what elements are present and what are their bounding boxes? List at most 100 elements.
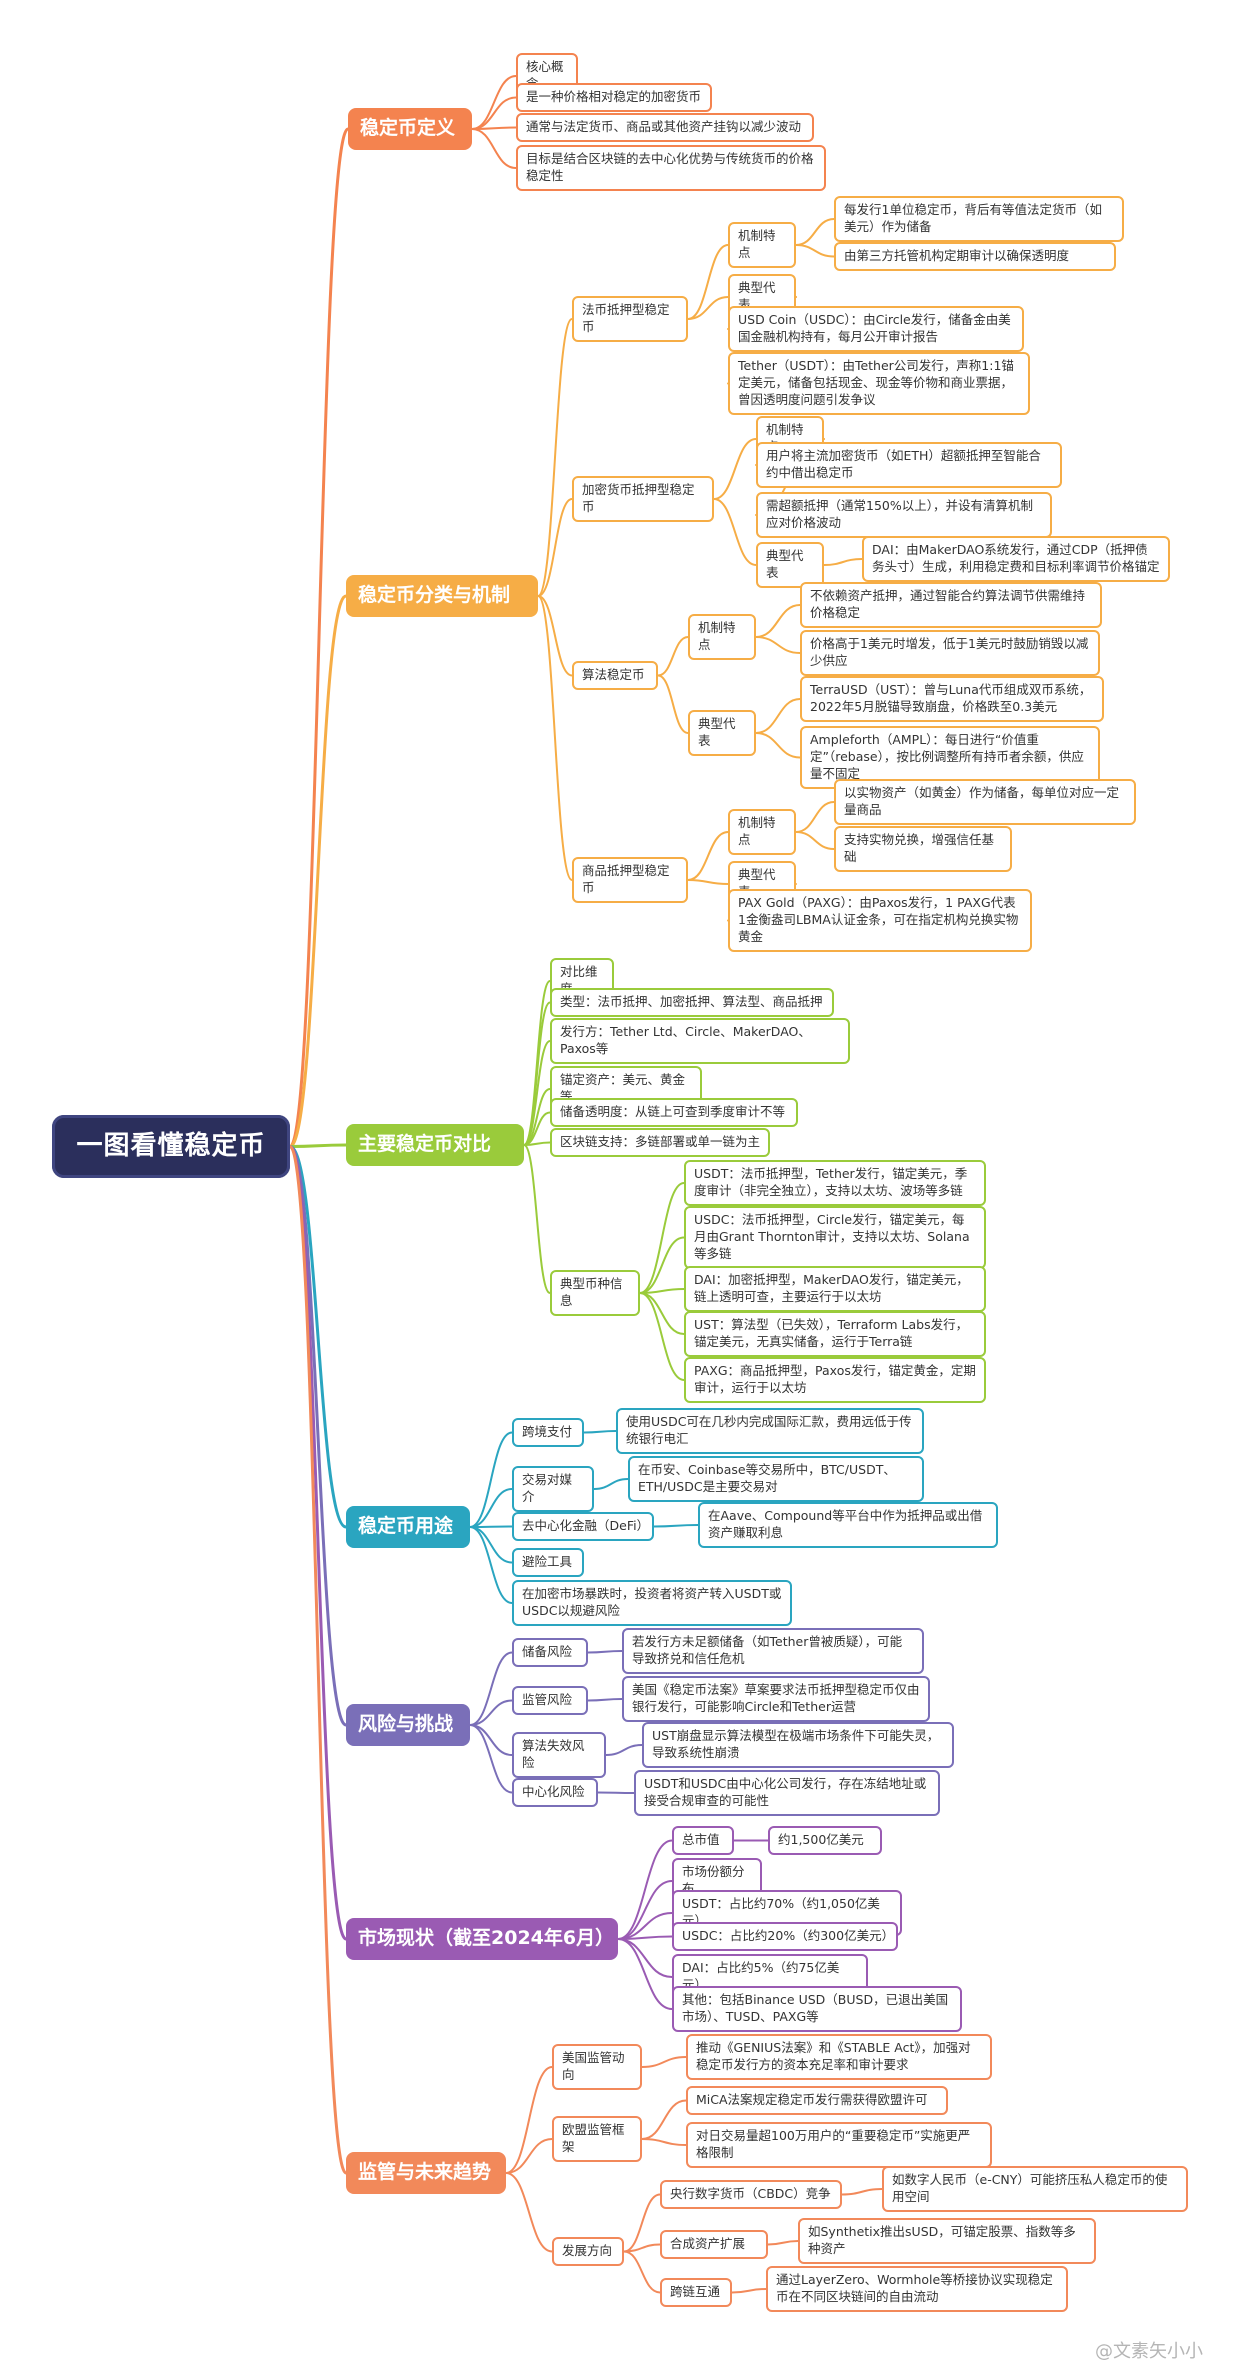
crypto-rep-label: 典型代表 xyxy=(756,542,824,588)
reg-us-desc: 推动《GENIUS法案》和《STABLE Act》，加强对稳定币发行方的资本充足… xyxy=(686,2034,992,2080)
reg-direction-desc: 通过LayerZero、Wormhole等桥接协议实现稳定币在不同区块链间的自由… xyxy=(766,2266,1068,2312)
fiat-mech-item: 每发行1单位稳定币，背后有等值法定货币（如美元）作为储备 xyxy=(834,196,1124,242)
comparison-item: 区块链支持：多链部署或单一链为主 xyxy=(550,1128,770,1157)
connector-line xyxy=(523,1001,551,1146)
connector-line xyxy=(505,2172,553,2253)
connector-line xyxy=(639,1292,685,1381)
branch-definition: 稳定币定义 xyxy=(348,108,472,150)
risk-label: 储备风险 xyxy=(512,1638,588,1667)
branch-risks: 风险与挑战 xyxy=(346,1704,470,1746)
connector-line xyxy=(795,801,835,833)
commodity-rep-item: PAX Gold（PAXG）：由Paxos发行，1 PAXG代表1金衡盎司LBM… xyxy=(728,889,1032,952)
fiat-mech-item: 由第三方托管机构定期审计以确保透明度 xyxy=(834,242,1116,271)
market-total-value: 约1,500亿美元 xyxy=(768,1826,882,1855)
use-trade-desc: 在币安、Coinbase等交易所中，BTC/USDT、ETH/USDC是主要交易… xyxy=(628,1456,924,1502)
algo-node: 算法稳定币 xyxy=(572,661,658,690)
coin-info-item: DAI：加密抵押型，MakerDAO发行，锚定美元，链上透明可查，主要运行于以太… xyxy=(684,1266,986,1312)
connector-line xyxy=(641,2099,687,2140)
connector-line xyxy=(731,2288,767,2294)
risk-desc: USDT和USDC由中心化公司发行，存在冻结地址或接受合规审查的可能性 xyxy=(634,1770,940,1816)
reg-direction-desc: 如Synthetix推出sUSD，可锚定股票、指数等多种资产 xyxy=(798,2218,1096,2264)
branch-uses: 稳定币用途 xyxy=(346,1506,470,1548)
branch-comparison: 主要稳定币对比 xyxy=(346,1124,524,1166)
connector-line xyxy=(469,1724,513,1756)
reg-eu-label: 欧盟监管框架 xyxy=(552,2116,642,2162)
coin-info-item: UST：算法型（已失效），Terraform Labs发行，锚定美元，无真实储备… xyxy=(684,1311,986,1357)
connector-line xyxy=(623,2193,661,2253)
connector-line xyxy=(657,636,689,677)
connector-line xyxy=(471,128,517,169)
definition-item: 通常与法定货币、商品或其他资产挂钩以减少波动 xyxy=(516,113,814,142)
use-defi-label: 去中心化金融（DeFi） xyxy=(512,1512,654,1541)
connector-line xyxy=(505,2138,553,2174)
connector-line xyxy=(523,1040,551,1146)
comparison-info-label: 典型币种信息 xyxy=(550,1270,640,1316)
risk-label: 中心化风险 xyxy=(512,1778,598,1807)
connector-line xyxy=(605,1744,643,1756)
connector-line xyxy=(653,1524,699,1528)
risk-desc: 若发行方未足额储备（如Tether曾被质疑），可能导致挤兑和信任危机 xyxy=(622,1628,924,1674)
coin-info-item: USDC：法币抵押型，Circle发行，锚定美元，每月由Grant Thornt… xyxy=(684,1206,986,1269)
risk-label: 算法失效风险 xyxy=(512,1732,606,1778)
branch-market: 市场现状（截至2024年6月） xyxy=(346,1918,618,1960)
algo-mech-item: 不依赖资产抵押，通过智能合约算法调节供需维持价格稳定 xyxy=(800,582,1102,628)
fiat-mech-label: 机制特点 xyxy=(728,222,796,268)
watermark: @文素矢小小 xyxy=(1095,2341,1203,2362)
connector-line xyxy=(713,498,757,566)
algo-mech-item: 价格高于1美元时增发，低于1美元时鼓励销毁以减少供应 xyxy=(800,630,1100,676)
connector-line xyxy=(597,1791,635,1794)
definition-item: 目标是结合区块链的去中心化优势与传统货币的价格稳定性 xyxy=(516,145,826,191)
use-defi-desc: 在Aave、Compound等平台中作为抵押品或出借资产赚取利息 xyxy=(698,1502,998,1548)
connector-line xyxy=(657,674,689,734)
connector-line xyxy=(288,1145,348,2175)
definition-item: 是一种价格相对稳定的加密货币 xyxy=(516,83,712,112)
branch-regulation: 监管与未来趋势 xyxy=(346,2152,506,2194)
connector-line xyxy=(469,1525,513,1528)
connector-line xyxy=(641,2056,687,2068)
connector-line xyxy=(687,296,729,320)
connector-line xyxy=(617,1880,673,1940)
connector-line xyxy=(639,1292,685,1335)
risk-desc: UST崩盘显示算法模型在极端市场条件下可能失灵，导致系统性崩溃 xyxy=(642,1722,954,1768)
reg-direction-desc: 如数字人民币（e-CNY）可能挤压私人稳定币的使用空间 xyxy=(882,2166,1188,2212)
connector-line xyxy=(537,498,573,597)
algo-rep-item: TerraUSD（UST）：曾与Luna代币组成双币系统，2022年5月脱锚导致… xyxy=(800,676,1104,722)
fiat-collateral-node: 法币抵押型稳定币 xyxy=(572,296,688,342)
connector-line xyxy=(469,1526,513,1564)
connector-line xyxy=(469,1488,513,1528)
use-hedge-desc: 在加密市场暴跌时，投资者将资产转入USDT或USDC以规避风险 xyxy=(512,1580,792,1626)
connector-line xyxy=(755,604,801,638)
crypto-rep-item: DAI：由MakerDAO系统发行，通过CDP（抵押债务头寸）生成，利用稳定费和… xyxy=(862,536,1170,582)
connector-line xyxy=(593,1478,629,1490)
crypto-mech-item: 需超额抵押（通常150%以上），并设有清算机制应对价格波动 xyxy=(756,492,1052,538)
reg-us-label: 美国监管动向 xyxy=(552,2044,642,2090)
connector-line xyxy=(617,1938,673,2010)
reg-eu-desc: 对日交易量超100万用户的“重要稳定币”实施更严格限制 xyxy=(686,2122,992,2168)
connector-line xyxy=(687,879,729,885)
connector-line xyxy=(767,2240,799,2246)
connector-line xyxy=(639,1236,685,1294)
use-hedge-label: 避险工具 xyxy=(512,1548,584,1577)
commodity-mech-item: 以实物资产（如黄金）作为储备，每单位对应一定量商品 xyxy=(834,779,1136,825)
coin-info-item: PAXG：商品抵押型，Paxos发行，锚定黄金，定期审计，运行于以太坊 xyxy=(684,1357,986,1403)
root-node: 一图看懂稳定币 xyxy=(52,1115,290,1179)
connector-line xyxy=(755,698,801,734)
use-cross-border-label: 跨境支付 xyxy=(512,1418,584,1447)
connector-line xyxy=(471,75,517,130)
reg-direction-label: 发展方向 xyxy=(552,2237,624,2266)
connector-line xyxy=(755,732,801,759)
connector-line xyxy=(795,244,835,258)
commodity-mech-item: 支持实物兑换，增强信任基础 xyxy=(834,826,1012,872)
coin-info-item: USDT：法币抵押型，Tether发行，锚定美元，季度审计（非完全独立），支持以… xyxy=(684,1160,986,1206)
connector-line xyxy=(639,1182,685,1294)
connector-line xyxy=(583,1430,617,1434)
use-cross-border-desc: 使用USDC可在几秒内完成国际汇款，费用远低于传统银行电汇 xyxy=(616,1408,924,1454)
connector-line xyxy=(623,2243,661,2253)
connector-line xyxy=(823,558,863,566)
connector-line xyxy=(617,1839,673,1940)
connector-line xyxy=(537,318,573,597)
connector-line xyxy=(288,594,348,1148)
connector-line xyxy=(469,1651,513,1726)
connector-line xyxy=(587,1698,623,1702)
